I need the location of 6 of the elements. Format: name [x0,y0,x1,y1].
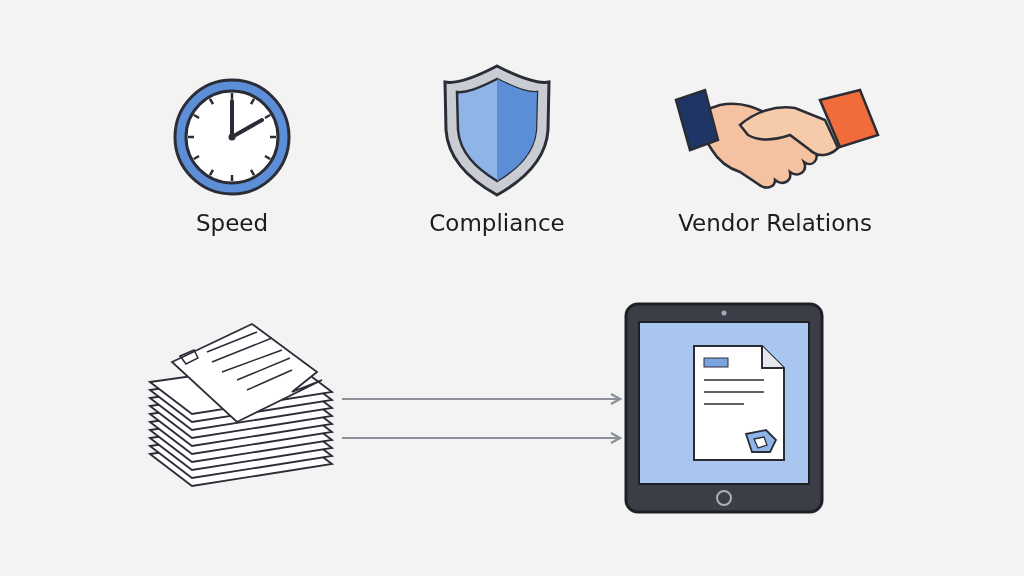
icon-caption: Speed [195,210,269,236]
arrow [342,392,622,406]
arrow [342,431,622,445]
tablet-drawing [624,302,824,514]
icon-caption: Vendor Relations [678,210,872,236]
icon-caption: Compliance [429,210,565,236]
